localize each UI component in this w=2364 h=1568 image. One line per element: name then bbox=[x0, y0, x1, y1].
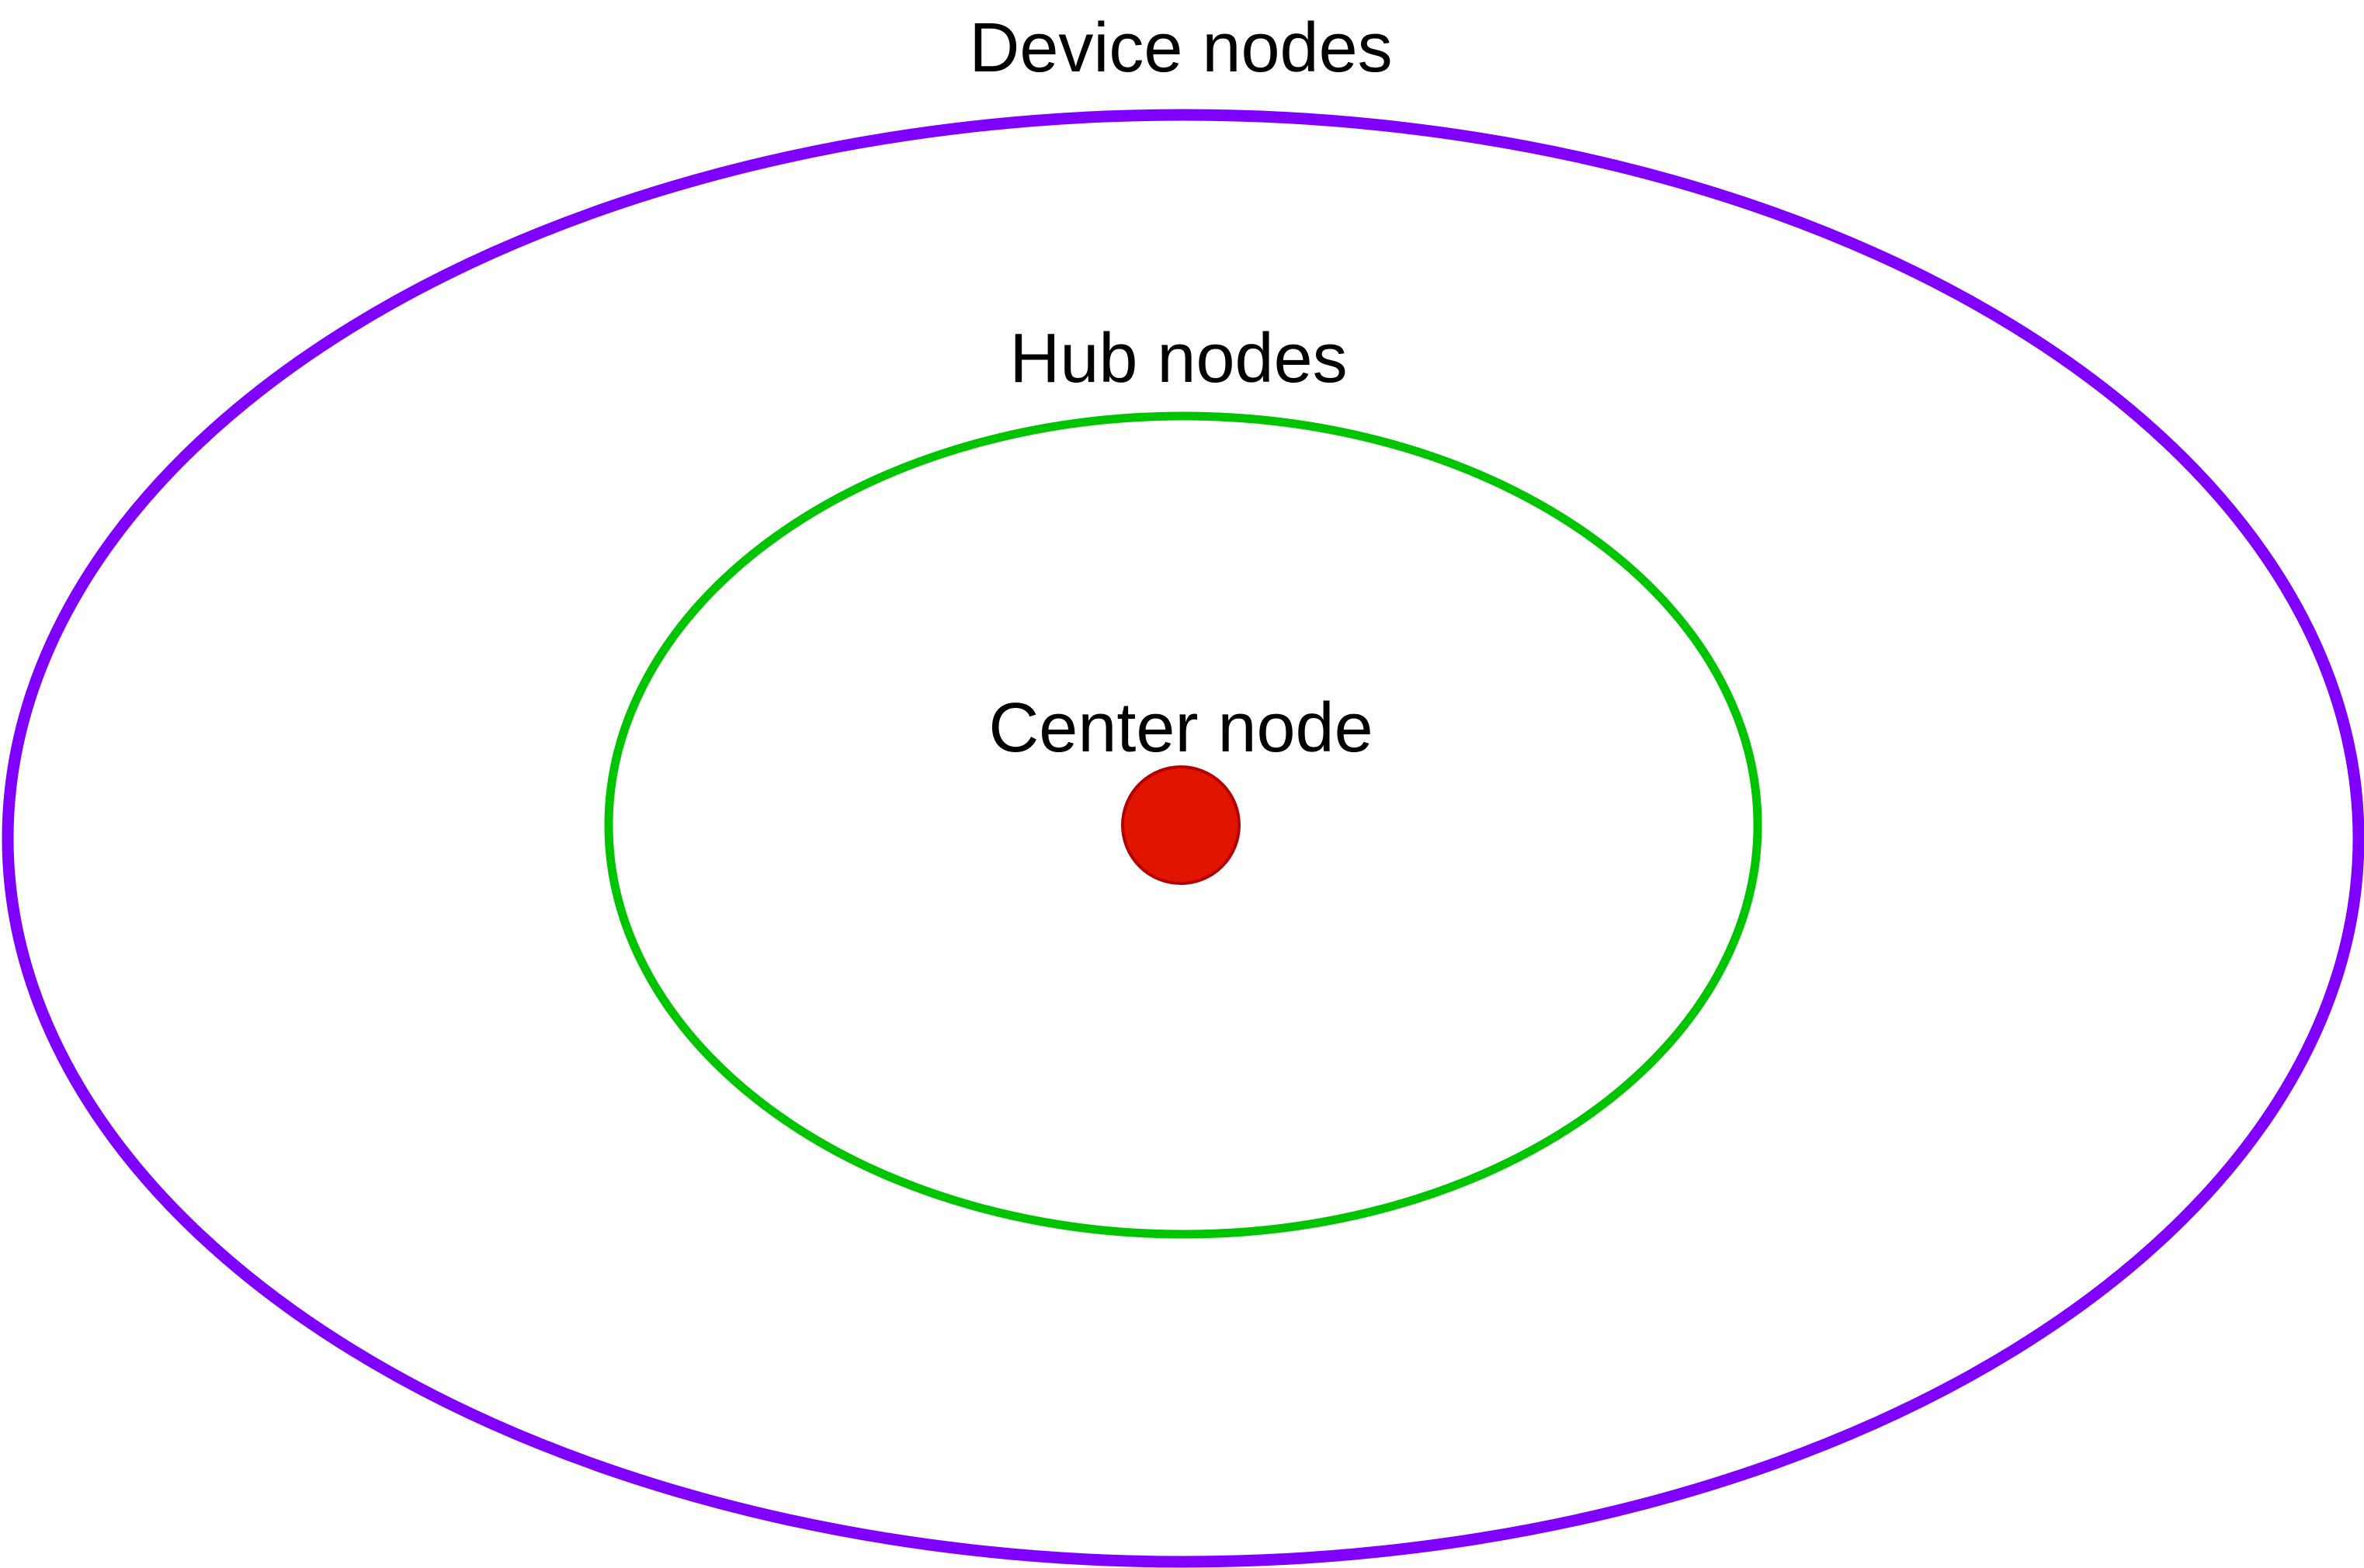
hub-nodes-label: Hub nodes bbox=[1009, 320, 1347, 397]
hub-nodes-ring bbox=[604, 411, 1762, 1239]
center-node bbox=[1121, 765, 1241, 885]
device-nodes-ring bbox=[2, 109, 2364, 1568]
device-nodes-label: Device nodes bbox=[969, 9, 1392, 87]
center-node-label: Center node bbox=[988, 689, 1373, 767]
